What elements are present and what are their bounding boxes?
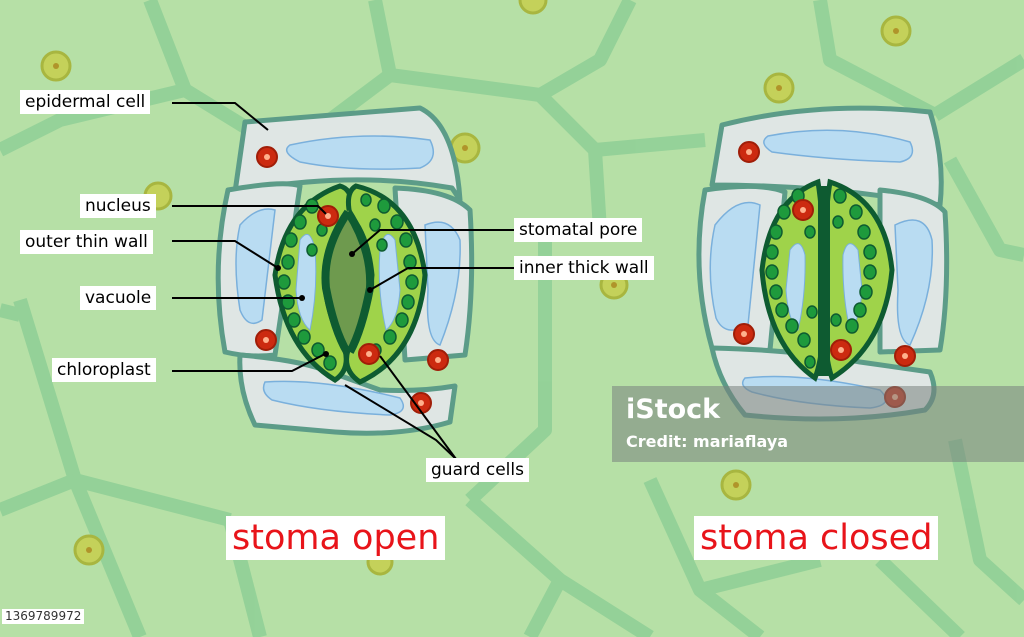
stoma-closed-group <box>696 105 950 422</box>
leader-chloroplast <box>172 353 326 372</box>
stoma-open-group <box>215 105 475 436</box>
label-outer-thin-wall: outer thin wall <box>20 230 153 254</box>
leader-stomatal-pore <box>351 229 514 255</box>
leader-dots <box>275 251 373 357</box>
leader-epidermal-cell <box>172 102 269 131</box>
watermark-brand: iStock <box>626 394 721 425</box>
title-stoma-closed: stoma closed <box>694 516 939 560</box>
guard-nuclei-closed <box>792 199 852 361</box>
watermark-credit: Credit: mariaflaya <box>626 432 789 451</box>
label-inner-thick-wall: inner thick wall <box>514 256 654 280</box>
leader-guard-cells-b <box>379 355 457 460</box>
label-epidermal-cell: epidermal cell <box>20 90 151 114</box>
chloroplasts-closed <box>765 188 877 369</box>
epidermal-nuclei-open <box>255 146 449 414</box>
leader-nucleus <box>172 205 327 215</box>
label-chloroplast: chloroplast <box>52 358 156 382</box>
leader-lines <box>172 102 514 460</box>
label-stomatal-pore: stomatal pore <box>514 218 643 242</box>
vacuoles-open <box>235 135 461 416</box>
title-stoma-open: stoma open <box>226 516 446 560</box>
watermark-banner: iStock Credit: mariaflaya <box>612 386 1024 462</box>
label-vacuole: vacuole <box>80 286 157 310</box>
leader-outer-thin-wall <box>172 240 279 269</box>
leader-guard-cells-a <box>344 384 457 460</box>
label-nucleus: nucleus <box>80 194 156 218</box>
leader-inner-thick-wall <box>369 267 514 291</box>
label-guard-cells: guard cells <box>426 458 529 482</box>
chloroplasts-open <box>277 193 419 371</box>
image-id: 1369789972 <box>2 609 85 624</box>
